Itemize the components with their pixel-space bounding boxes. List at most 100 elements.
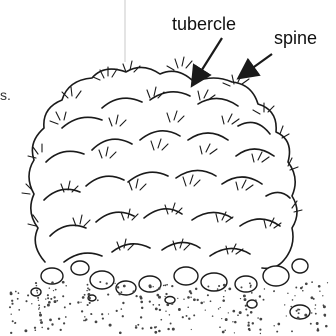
soil-dot [11, 303, 13, 305]
soil-dot [37, 292, 38, 293]
soil-dot [171, 302, 174, 305]
soil-dot [117, 286, 119, 288]
soil-dot [225, 290, 227, 292]
soil-dot [292, 299, 294, 301]
soil-dot [41, 327, 43, 329]
soil-dot [295, 287, 297, 289]
soil-dot [150, 327, 153, 330]
soil-dot [88, 297, 91, 300]
soil-dot [311, 296, 314, 299]
soil-dot [135, 325, 136, 326]
soil-dot [178, 308, 181, 311]
soil-dot [47, 297, 49, 299]
soil-dot [80, 302, 81, 303]
soil-dot [294, 295, 295, 296]
soil-dot [36, 289, 38, 291]
soil-dot [244, 298, 247, 301]
soil-dot [87, 287, 89, 289]
soil-dot [251, 292, 253, 294]
soil-dot [224, 330, 226, 332]
soil-dot [119, 331, 122, 334]
soil-dot [220, 307, 221, 308]
soil-dot [252, 322, 254, 324]
soil-dot [160, 319, 162, 321]
soil-dot [27, 294, 29, 296]
soil-dot [245, 308, 247, 310]
soil-dot [166, 284, 168, 286]
soil-dot [263, 299, 265, 301]
soil-dot [210, 300, 212, 302]
soil-dot [53, 290, 54, 291]
soil-dot [177, 298, 178, 299]
soil-dot [264, 288, 265, 289]
soil-dot [38, 304, 40, 306]
soil-dot [121, 308, 123, 310]
soil-dot [141, 307, 143, 309]
soil-dot [222, 331, 225, 334]
soil-dot [65, 316, 67, 318]
ground-rocks [31, 259, 310, 319]
soil-dot [245, 305, 247, 307]
soil-dot [237, 314, 239, 316]
soil-dot [87, 284, 89, 286]
soil-dot [311, 281, 313, 283]
soil-dot [187, 296, 190, 299]
soil-dot [171, 285, 173, 287]
soil-dot [9, 306, 11, 308]
soil-dot [53, 296, 55, 298]
soil-dot [44, 306, 46, 308]
soil-dot [87, 293, 90, 296]
soil-dot [322, 295, 323, 296]
soil-dot [239, 311, 242, 314]
soil-dot [118, 293, 121, 296]
soil-dot [189, 290, 192, 293]
soil-dot [200, 302, 203, 305]
soil-dot [106, 282, 108, 284]
soil-dot [305, 282, 308, 285]
soil-dot [219, 326, 221, 328]
soil-stipple [9, 281, 328, 334]
soil-dot [191, 329, 192, 330]
soil-dot [234, 332, 235, 333]
tubercle-arrow [193, 38, 222, 84]
soil-dot [187, 307, 189, 309]
soil-dot [286, 315, 287, 316]
soil-dot [63, 322, 65, 324]
soil-dot [316, 322, 319, 325]
soil-dot [55, 289, 57, 291]
soil-dot [156, 289, 158, 291]
soil-dot [37, 297, 39, 299]
soil-dot [296, 310, 298, 312]
soil-dot [232, 321, 233, 322]
soil-dot [158, 296, 161, 299]
soil-dot [47, 304, 50, 307]
soil-dot [34, 329, 36, 331]
soil-dot [101, 313, 103, 315]
soil-dot [89, 302, 91, 304]
soil-dot [248, 328, 251, 331]
soil-dot [315, 313, 317, 315]
soil-dot [84, 294, 86, 296]
soil-dot [163, 285, 164, 286]
soil-dot [62, 295, 64, 297]
soil-dot [69, 303, 71, 305]
soil-dot [315, 304, 317, 306]
soil-dot [88, 289, 90, 291]
soil-dot [65, 285, 67, 287]
soil-dot [298, 312, 300, 314]
soil-dot [122, 302, 124, 304]
soil-dot [141, 327, 143, 329]
soil-dot [225, 318, 228, 321]
soil-dot [165, 293, 167, 295]
soil-dot [222, 299, 225, 302]
soil-dot [203, 301, 204, 302]
soil-dot [302, 290, 304, 292]
soil-dot [205, 309, 206, 310]
soil-dot [40, 321, 43, 324]
soil-dot [156, 326, 157, 327]
soil-dot [64, 306, 66, 308]
soil-dot [228, 288, 231, 291]
soil-dot [159, 309, 161, 311]
soil-dot [11, 300, 13, 302]
